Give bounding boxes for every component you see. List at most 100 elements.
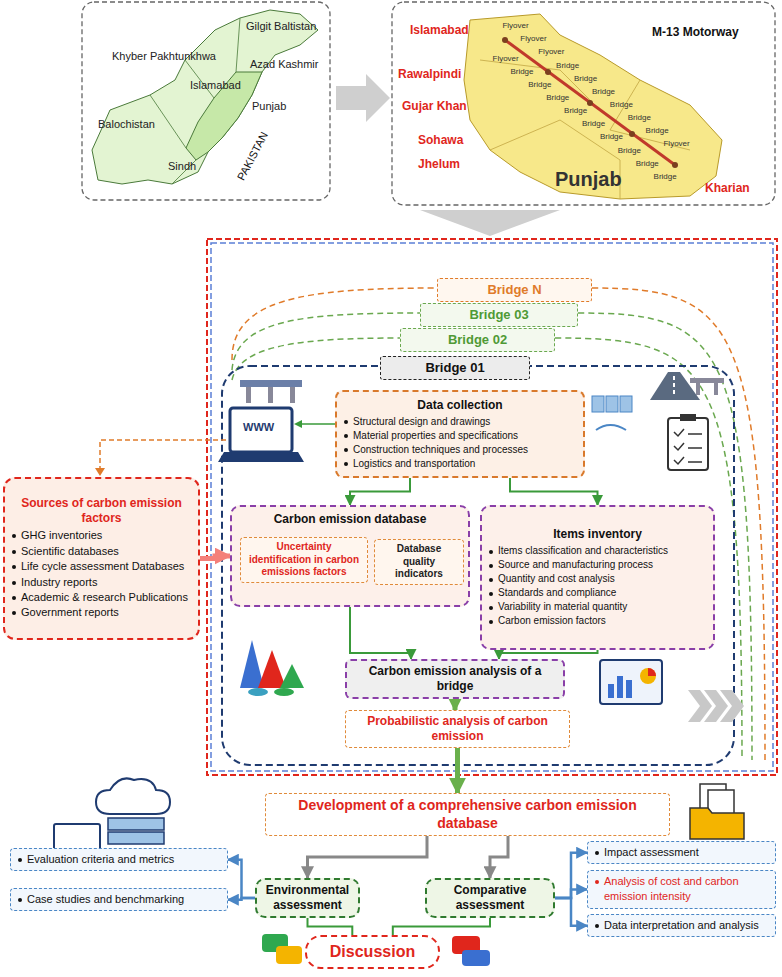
link-arrow bbox=[298, 423, 335, 425]
laptop-icon bbox=[218, 408, 304, 462]
clipboard-icon bbox=[674, 429, 684, 464]
bullet-item: Industry reports bbox=[11, 575, 192, 590]
db-icon bbox=[592, 396, 632, 430]
dashboard-icon bbox=[600, 660, 662, 704]
clipboard-icon bbox=[680, 414, 696, 421]
connector bbox=[499, 650, 598, 659]
box-title: Carbon emission analysis of a bridge bbox=[353, 664, 557, 694]
chart-icon bbox=[258, 650, 286, 688]
bullet-item: Source and manufacturing process bbox=[488, 558, 707, 572]
connector bbox=[555, 889, 587, 898]
process-box: Bridge N bbox=[437, 278, 592, 302]
box-title: Database quality indicators bbox=[381, 543, 457, 581]
map-label: Islamabad bbox=[190, 79, 241, 91]
structure-label: Bridge bbox=[528, 81, 551, 90]
bridge-loop bbox=[232, 288, 765, 760]
db-icon bbox=[592, 396, 604, 412]
structure-label: Bridge bbox=[646, 127, 669, 136]
box-title: Uncertainty identification in carbon emi… bbox=[247, 541, 361, 579]
bullet-item: GHG inventories bbox=[11, 528, 192, 543]
link-arrow bbox=[100, 440, 226, 470]
pakistan-map bbox=[150, 18, 240, 184]
arrowhead bbox=[95, 468, 105, 476]
map-label: WWW bbox=[243, 421, 274, 433]
structure-label: Flyover bbox=[663, 140, 689, 149]
db-icon bbox=[606, 396, 618, 412]
bullet-item: Items classification and characteristics bbox=[488, 544, 707, 558]
process-box: Uncertainty identification in carbon emi… bbox=[240, 537, 368, 583]
bridge-loop bbox=[232, 338, 742, 760]
road-icon bbox=[650, 372, 724, 400]
laptop-icon bbox=[230, 408, 292, 452]
connector bbox=[490, 836, 508, 878]
process-box: Database quality indicators bbox=[374, 539, 464, 585]
structure-label: Bridge bbox=[618, 147, 641, 156]
connector bbox=[350, 478, 410, 505]
process-box: Development of a comprehensive carbon em… bbox=[265, 793, 670, 836]
map-label: Balochistan bbox=[98, 118, 155, 130]
server-icon bbox=[96, 778, 170, 814]
db-icon bbox=[596, 425, 626, 430]
box-title: Bridge 03 bbox=[427, 307, 571, 323]
bridge-region bbox=[222, 366, 734, 765]
bridge-loop bbox=[232, 288, 765, 760]
box-title: Items inventory bbox=[488, 527, 707, 542]
process-box: Case studies and benchmarking bbox=[10, 888, 228, 911]
chat-icon bbox=[276, 946, 302, 964]
map-label: Sindh bbox=[168, 160, 196, 172]
map-label: Islamabad bbox=[410, 24, 469, 37]
bullet-item: Material properties and specifications bbox=[343, 429, 577, 443]
process-box: Discussion bbox=[305, 935, 440, 969]
box-title: Environmental assessment bbox=[263, 883, 352, 913]
box-title: Data collection bbox=[343, 398, 577, 413]
box-title: Data interpretation and analysis bbox=[594, 918, 769, 933]
punjab-map bbox=[502, 37, 508, 43]
punjab-map bbox=[672, 162, 678, 168]
box-title: Development of a comprehensive carbon em… bbox=[272, 797, 663, 832]
flow-arrow bbox=[420, 210, 560, 236]
punjab-map bbox=[480, 60, 690, 199]
frame bbox=[207, 239, 777, 775]
process-box: Probabilistic analysis of carbon emissio… bbox=[345, 710, 570, 748]
bullet-item: Quantity and cost analysis bbox=[488, 572, 707, 586]
clipboard-icon bbox=[668, 418, 708, 470]
chevrons bbox=[720, 690, 744, 722]
bullet-item: Construction techniques and processes bbox=[343, 443, 577, 457]
chart-icon bbox=[274, 688, 294, 696]
dashboard-icon bbox=[600, 660, 662, 704]
clipboard-icon bbox=[668, 414, 708, 470]
structure-label: Flyover bbox=[538, 48, 564, 57]
punjab-map bbox=[629, 131, 635, 137]
structure-label: Bridge bbox=[592, 88, 615, 97]
structure-label: Bridge bbox=[574, 75, 597, 84]
punjab-map bbox=[502, 37, 678, 168]
map-label: Khyber Pakhtunkhwa bbox=[112, 50, 216, 62]
clipboard-icon bbox=[688, 434, 702, 462]
dashboard-icon bbox=[617, 676, 623, 698]
dashboard-icon bbox=[640, 668, 656, 684]
box-title: Case studies and benchmarking bbox=[17, 892, 221, 907]
pakistan-map bbox=[92, 10, 318, 184]
bullet-item: Variability in material quantity bbox=[488, 600, 707, 614]
map-label: Jhelum bbox=[418, 158, 460, 171]
bullet-item: Structural design and drawings bbox=[343, 415, 577, 429]
road-icon bbox=[714, 383, 718, 395]
map-label: PAKISTAN bbox=[235, 130, 270, 182]
box-title: Sources of carbon emission factors bbox=[11, 496, 192, 526]
punjab-map bbox=[545, 69, 551, 75]
box-title: Comparative assessment bbox=[433, 883, 547, 913]
map-label: Kharian bbox=[705, 182, 750, 195]
connector bbox=[453, 699, 458, 710]
structure-label: Bridge bbox=[654, 173, 677, 182]
map-label: Punjab bbox=[252, 100, 286, 112]
process-box: Environmental assessment bbox=[255, 878, 360, 918]
bullet-item: Carbon emission factors bbox=[488, 614, 707, 628]
punjab-map bbox=[587, 100, 593, 106]
connector bbox=[228, 898, 255, 900]
structure-label: Bridge bbox=[510, 68, 533, 77]
box-title: Probabilistic analysis of carbon emissio… bbox=[352, 714, 563, 744]
structure-label: Bridge bbox=[546, 94, 569, 103]
map-label: Sohawa bbox=[418, 134, 463, 147]
bridge-icon bbox=[268, 387, 273, 403]
